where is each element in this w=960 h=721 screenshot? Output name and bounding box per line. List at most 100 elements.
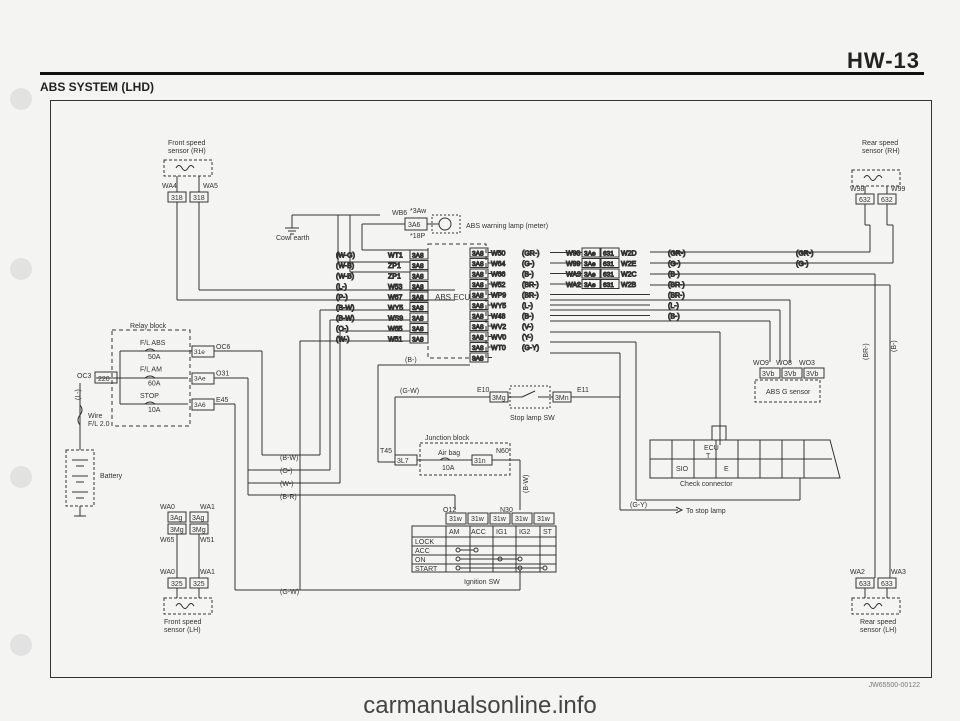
ecu-left-color: (W-G) <box>336 253 355 260</box>
conn-3ag: 3Ag <box>170 515 183 522</box>
watermark: carmanualsonline.info <box>363 692 597 719</box>
fuse-out: O31 <box>216 371 229 378</box>
abs-g-label: ABS G sensor <box>766 389 811 396</box>
t45-label: T45 <box>380 448 392 455</box>
rear-rh-label-2: sensor (RH) <box>862 148 900 155</box>
ecu-left-conn <box>409 281 429 291</box>
sio-pin: SIO <box>676 466 689 473</box>
conn-633: 633 <box>859 581 871 588</box>
mid-wire-d: W2E <box>621 261 637 268</box>
ecu-conn-label: 3A8 <box>412 274 424 281</box>
ecu-left-conn <box>409 260 429 270</box>
ecu-conn-label: 3A8 <box>472 314 484 321</box>
e10-label: E10 <box>477 387 490 394</box>
ecu-conn-label: 3A8 <box>472 251 484 258</box>
wire-o: (O-) <box>280 468 292 475</box>
ecu-left-color: (P-) <box>336 295 348 302</box>
conn-220: 220 <box>98 376 110 383</box>
wa1-label: WA1 <box>200 504 215 511</box>
g-wire-1: WO9 <box>753 360 769 367</box>
ign-row: START <box>415 566 438 573</box>
g-conn: 3Vb <box>762 371 775 378</box>
title-rule <box>40 72 924 75</box>
diagram-frame <box>50 100 932 678</box>
w51-label: W51 <box>200 537 215 544</box>
g-conn: 3Vb <box>784 371 797 378</box>
check-connector <box>649 439 841 479</box>
mid-color: (B-) <box>668 272 680 279</box>
wire-b: (B-) <box>405 357 417 364</box>
ecu-right-wire: W66 <box>491 272 506 279</box>
wire-gw2: (G-W) <box>280 589 299 596</box>
ecu-left-conn <box>409 312 429 323</box>
ecu-right-wire: W52 <box>491 282 506 289</box>
rear-lh-label: Rear speed <box>860 619 896 626</box>
ecu-conn-label: 3A8 <box>472 293 484 300</box>
ign-row: ON <box>415 557 426 564</box>
binder-hole <box>10 258 32 280</box>
wire-w: (W-) <box>280 481 293 488</box>
ign-header: ST <box>543 529 553 536</box>
n30-label: N30 <box>500 507 513 514</box>
mid-wire-a: WA3 <box>566 272 581 279</box>
wire-wa5: WA5 <box>203 183 218 190</box>
mid-wire-d: W2C <box>621 272 637 279</box>
ecu-conn-label: 3A8 <box>412 316 424 323</box>
mid-wire-a: W99 <box>566 261 581 268</box>
ecu-right-color: (Y-) <box>522 335 533 342</box>
conn-3mg2: 3Mg <box>170 527 184 534</box>
front-rh-coil <box>175 165 195 171</box>
conn-31w: 31w <box>515 516 529 523</box>
ecu-right-wire: WV2 <box>491 324 506 331</box>
wire-gy: (G-Y) <box>630 502 647 509</box>
wire-l: (L-) <box>75 389 82 400</box>
wa0-label: WA0 <box>160 504 175 511</box>
ecu-left-color: (B-W) <box>336 316 354 323</box>
ecu-conn-label: 3A8 <box>472 303 484 310</box>
front-lh-label: Front speed <box>164 619 201 626</box>
conn-325: 325 <box>171 581 183 588</box>
wire-3aw: *3Aw <box>410 208 427 215</box>
ecu-left-color: (W-B) <box>336 274 354 281</box>
ignition-sw-table <box>411 525 557 573</box>
wire-b-v: (B-) <box>891 340 898 352</box>
fuse-name: STOP <box>140 393 159 400</box>
ecu-left-wire: WY5 <box>388 305 403 312</box>
ecu-label: ECU <box>704 445 719 452</box>
wa3-label: WA3 <box>891 569 906 576</box>
ecu-conn-label: 3A8 <box>472 345 484 352</box>
e-pin: E <box>724 466 729 473</box>
conn-3mg2: 3Mg <box>192 527 206 534</box>
ecu-conn-label: 3A8 <box>412 337 424 344</box>
ecu-right-color: (G-) <box>522 261 534 268</box>
ign-header: ACC <box>471 529 486 536</box>
abs-ecu-label: ABS ECU <box>435 293 470 302</box>
conn-31n: 31n <box>474 458 486 465</box>
ecu-right-color: (BR-) <box>522 282 539 289</box>
battery-label: Battery <box>100 473 123 480</box>
abs-warning-label: ABS warning lamp (meter) <box>466 223 548 230</box>
ign-row: LOCK <box>415 539 434 546</box>
fuse-conn: 31e <box>194 349 205 356</box>
binder-hole <box>10 88 32 110</box>
w65-label: W65 <box>160 537 175 544</box>
ecu-left-color: (W-B) <box>336 263 354 270</box>
ecu-conn-label: 3A8 <box>472 335 484 342</box>
fuse-amp: 50A <box>148 354 161 361</box>
conn-31w: 31w <box>493 516 507 523</box>
section-title: ABS SYSTEM (LHD) <box>40 80 154 94</box>
conn-633: 633 <box>881 581 893 588</box>
conn-3l7: 3L7 <box>397 458 409 465</box>
fuse-conn: 3A6 <box>194 402 206 409</box>
wire-w99: W99 <box>891 186 906 193</box>
oc3-label: OC3 <box>77 373 92 380</box>
ecu-right-wire: WP9 <box>491 293 506 300</box>
ecu-left-wire: WS9 <box>388 316 403 323</box>
front-rh-sensor-box <box>163 159 213 177</box>
mid-conn-b: 3Ae <box>584 251 596 258</box>
conn-3mh: 3Mn <box>555 395 569 402</box>
fuse-amp: 10A <box>148 407 161 414</box>
rear-rh-label: Rear speed <box>862 140 898 147</box>
to-stop-label: To stop lamp <box>686 508 726 515</box>
relay-block-label: Relay block <box>130 323 167 330</box>
